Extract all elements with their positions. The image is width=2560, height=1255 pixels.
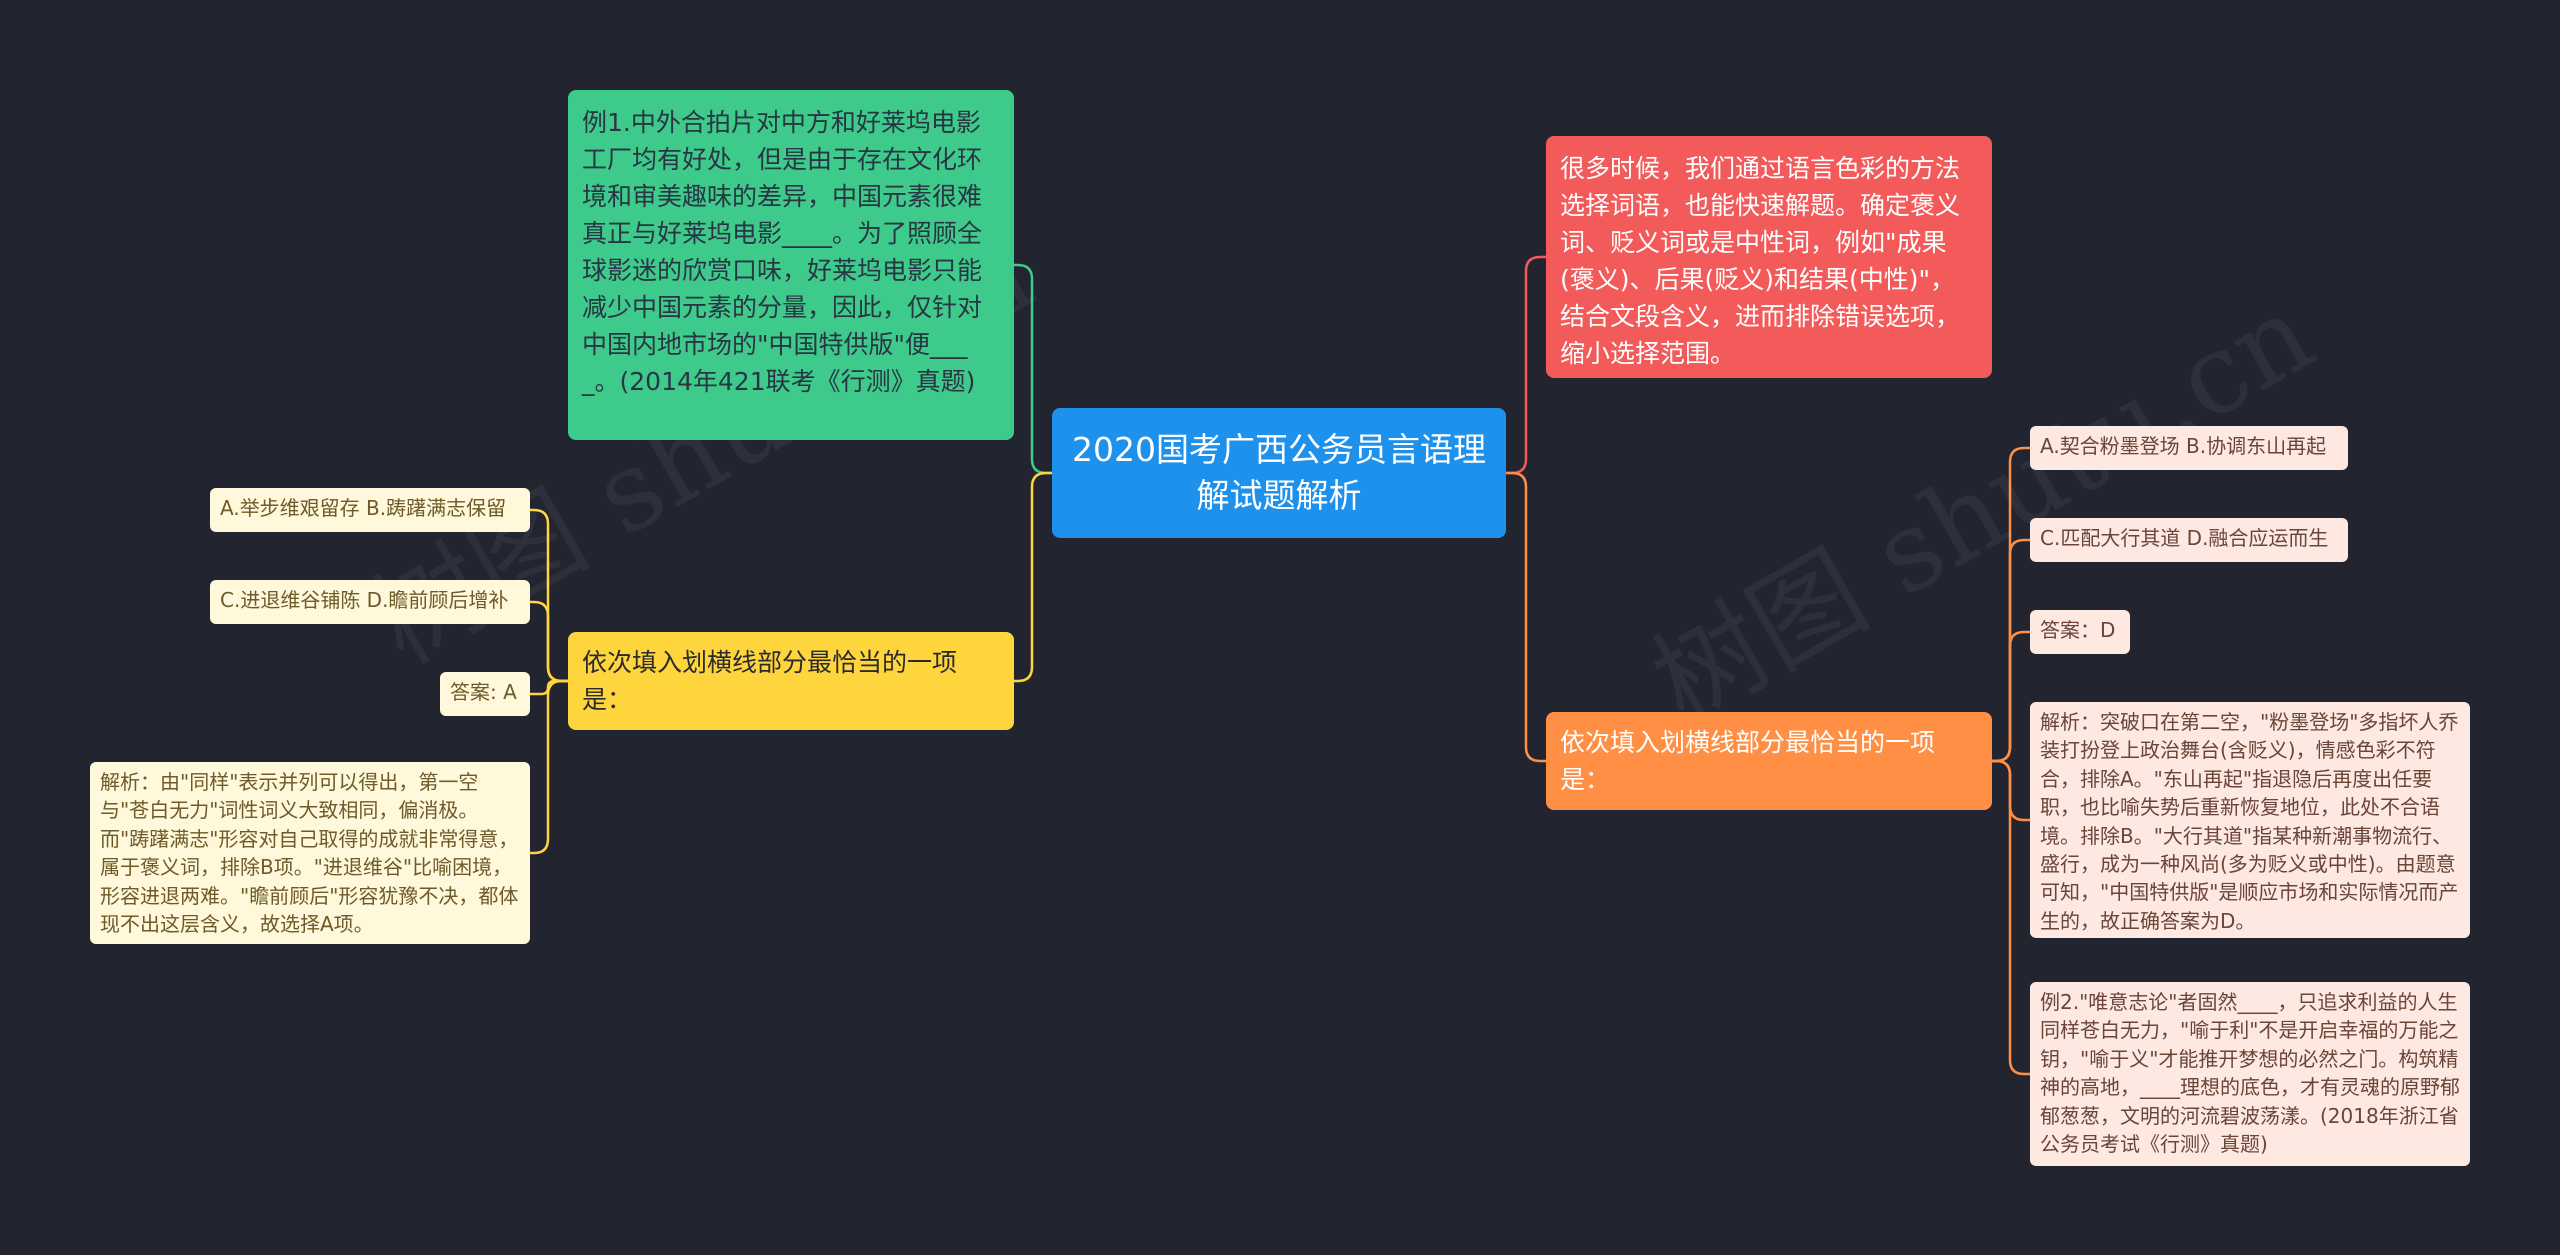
root-topic-label: 2020国考广西公务员言语理解试题解析 (1072, 429, 1486, 515)
right-option-cd[interactable]: C.匹配大行其道 D.融合应运而生 (2030, 518, 2348, 562)
right-answer-text: 答案：D (2040, 618, 2116, 642)
connector-left-leaf (530, 600, 568, 683)
right-question-node[interactable]: 依次填入划横线部分最恰当的一项是： (1546, 712, 1992, 810)
left-option-ab[interactable]: A.举步维艰留存 B.踌躇满志保留 (210, 488, 530, 532)
right-answer[interactable]: 答案：D (2030, 610, 2130, 654)
tip-node[interactable]: 很多时候，我们通过语言色彩的方法选择词语，也能快速解题。确定褒义词、贬义词或是中… (1546, 136, 1992, 378)
connector-root-example1 (1014, 263, 1052, 475)
example-2-text: 例2."唯意志论"者固然____，只追求利益的人生同样苍白无力，"喻于利"不是开… (2040, 990, 2460, 1156)
right-option-ab[interactable]: A.契合粉墨登场 B.协调东山再起 (2030, 426, 2348, 470)
left-analysis-text: 解析：由"同样"表示并列可以得出，第一空与"苍白无力"词性词义大致相同，偏消极。… (100, 770, 519, 936)
right-analysis[interactable]: 解析：突破口在第二空，"粉墨登场"多指坏人乔装打扮登上政治舞台(含贬义)，情感色… (2030, 702, 2470, 938)
connector-root-tip (1506, 255, 1546, 475)
right-option-cd-text: C.匹配大行其道 D.融合应运而生 (2040, 526, 2329, 550)
example-2-node[interactable]: 例2."唯意志论"者固然____，只追求利益的人生同样苍白无力，"喻于利"不是开… (2030, 982, 2470, 1166)
example-1-text: 例1.中外合拍片对中方和好莱坞电影工厂均有好处，但是由于存在文化环境和审美趣味的… (582, 108, 983, 396)
left-option-cd[interactable]: C.进退维谷铺陈 D.瞻前顾后增补 (210, 580, 530, 624)
connector-left-leaf (530, 679, 568, 696)
connector-root-right-question (1506, 471, 1546, 763)
left-answer[interactable]: 答案: A (440, 672, 530, 716)
connector-right-leaf (1992, 759, 2030, 1076)
connector-right-leaf (1992, 630, 2030, 763)
left-option-ab-text: A.举步维艰留存 B.踌躇满志保留 (220, 496, 507, 520)
connector-left-leaf (530, 679, 568, 855)
left-question-text: 依次填入划横线部分最恰当的一项是： (582, 648, 958, 714)
left-question-node[interactable]: 依次填入划横线部分最恰当的一项是： (568, 632, 1014, 730)
example-1-node[interactable]: 例1.中外合拍片对中方和好莱坞电影工厂均有好处，但是由于存在文化环境和审美趣味的… (568, 90, 1014, 440)
right-question-text: 依次填入划横线部分最恰当的一项是： (1560, 728, 1936, 794)
right-option-ab-text: A.契合粉墨登场 B.协调东山再起 (2040, 434, 2327, 458)
root-topic[interactable]: 2020国考广西公务员言语理解试题解析 (1052, 408, 1506, 538)
left-option-cd-text: C.进退维谷铺陈 D.瞻前顾后增补 (220, 588, 509, 612)
left-analysis[interactable]: 解析：由"同样"表示并列可以得出，第一空与"苍白无力"词性词义大致相同，偏消极。… (90, 762, 530, 944)
left-answer-text: 答案: A (450, 680, 517, 704)
connector-root-left-question (1014, 471, 1052, 683)
right-analysis-text: 解析：突破口在第二空，"粉墨登场"多指坏人乔装打扮登上政治舞台(含贬义)，情感色… (2040, 710, 2459, 933)
tip-text: 很多时候，我们通过语言色彩的方法选择词语，也能快速解题。确定褒义词、贬义词或是中… (1560, 154, 1961, 368)
